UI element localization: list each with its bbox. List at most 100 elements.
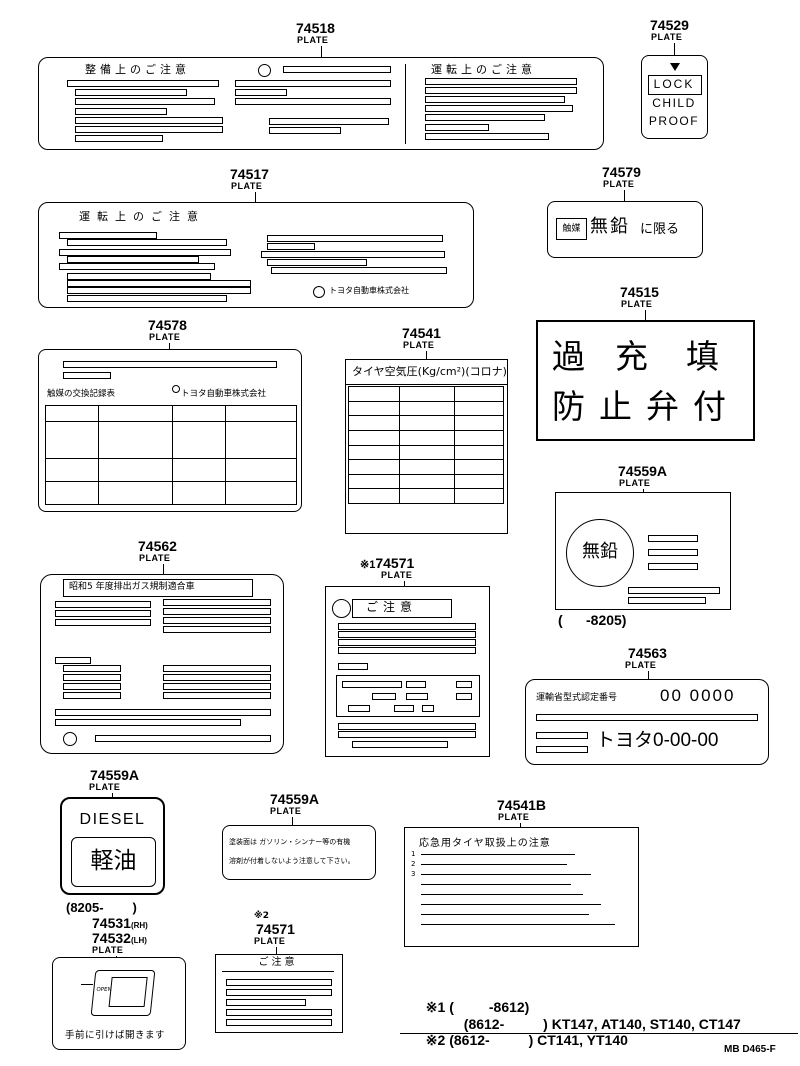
toyota-mark-icon — [332, 599, 351, 618]
note-2: (8612- ) KT147, AT140, ST140, CT147 — [456, 1000, 741, 1032]
plate-label: PLATE — [498, 812, 530, 822]
certification-code: 00 0000 — [660, 686, 736, 705]
notes-rule — [400, 1033, 798, 1034]
text-line — [163, 599, 271, 606]
part-number-74579: 74579 — [602, 164, 641, 180]
catalyst-badge: 触媒 — [556, 218, 587, 240]
note-marker: ※2 — [254, 911, 270, 921]
text-line — [425, 133, 549, 140]
text-line — [425, 78, 577, 85]
text-line — [269, 127, 341, 134]
plate-74571-b-drawing: ご注意 — [215, 954, 343, 1033]
note-marker: ※2 — [425, 1032, 446, 1048]
toyota-mark-icon — [258, 64, 271, 77]
char: 填 — [686, 337, 719, 376]
text-line — [75, 89, 187, 96]
text-line — [352, 741, 448, 748]
text-rule — [421, 874, 591, 875]
maker-code: トヨタ0-00-00 — [596, 730, 719, 751]
part-number: 74531 — [92, 915, 131, 931]
text-line — [536, 746, 588, 753]
text-line — [163, 674, 271, 681]
part-number-74562: 74562 — [138, 538, 177, 554]
text-line — [63, 674, 121, 681]
plate-label: PLATE — [603, 179, 635, 189]
unleaded-text: 無鉛 — [590, 216, 630, 237]
text-line — [226, 999, 306, 1006]
sub-frame — [336, 675, 480, 717]
note-marker: ※1 — [360, 559, 376, 571]
text-line — [67, 280, 251, 287]
plate-label: PLATE — [619, 478, 651, 488]
text-line — [75, 108, 167, 115]
plate-74518-drawing: 整備上のご注意 運転上のご注意 — [38, 57, 604, 150]
plate-74559A-drawing: 無鉛 — [555, 492, 731, 610]
part-number-74563: 74563 — [628, 645, 667, 661]
note-range: ( -8612) — [449, 999, 530, 1015]
caution-header: ご注意 — [258, 957, 298, 968]
text-line — [456, 681, 472, 688]
text-line — [75, 98, 215, 105]
text-line — [406, 681, 426, 688]
part-number-74529: 74529 — [650, 17, 689, 33]
leader-line — [624, 190, 625, 202]
text-line — [425, 87, 577, 94]
text-line — [425, 124, 489, 131]
plate-label: PLATE — [149, 332, 181, 342]
text-line — [235, 80, 391, 87]
text-rule — [421, 854, 575, 855]
text-line — [283, 66, 391, 73]
part-number-74578: 74578 — [148, 317, 187, 333]
part-number: 74532 — [92, 930, 131, 946]
plate-label: PLATE — [270, 806, 302, 816]
plate-74531-drawing: OPEN 手前に引けば開きます — [52, 957, 186, 1050]
text-line — [394, 705, 414, 712]
plate-text-row2: 防止弁付 — [552, 387, 740, 426]
plate-74517-drawing: 運転上のご注意 トヨタ自動車株式会社 — [38, 202, 474, 308]
text-line — [55, 601, 151, 608]
text-line — [425, 105, 573, 112]
maker-name: トヨタ自動車株式会社 — [329, 286, 409, 295]
text-rule — [421, 904, 601, 905]
toyota-mark-icon — [63, 732, 77, 746]
only-text: に限る — [640, 222, 680, 237]
text-line — [261, 251, 445, 258]
plate-label: PLATE — [403, 340, 435, 350]
text-line — [338, 639, 476, 646]
caution-header: ご注意 — [366, 600, 418, 614]
plate-label: PLATE — [139, 553, 171, 563]
plate-74541-drawing: タイヤ空気圧(Kg/cm²)(コロナ) — [345, 359, 508, 534]
leader-line — [321, 46, 322, 58]
text-line — [59, 232, 157, 239]
text-line — [235, 89, 287, 96]
text-line — [67, 273, 211, 280]
door-handle-icon: OPEN — [90, 970, 156, 1016]
text-line — [75, 126, 223, 133]
leader-line — [112, 793, 113, 798]
part-number-74518: 74518 — [296, 20, 335, 36]
side-suffix: (RH) — [130, 921, 148, 930]
text-line — [269, 118, 389, 125]
text-rule — [421, 894, 583, 895]
part-number-74541B: 74541B — [497, 797, 547, 813]
part-number-74515: 74515 — [620, 284, 659, 300]
plate-label: PLATE — [621, 299, 653, 309]
leader-line — [169, 343, 170, 350]
note-models: KT147, AT140, ST140, CT147 — [551, 1016, 741, 1032]
text-line — [63, 361, 277, 368]
plate-label: PLATE — [254, 936, 286, 946]
part-number-74517: 74517 — [230, 166, 269, 182]
text-line — [648, 535, 698, 542]
text-line — [63, 665, 121, 672]
tire-pressure-header: タイヤ空気圧(Kg/cm²)(コロナ) — [352, 365, 507, 378]
text-rule — [421, 864, 567, 865]
catalyst-record-label: 触媒の交換記録表 — [47, 389, 116, 399]
side-suffix: (LH) — [130, 936, 147, 945]
plate-label: PLATE — [651, 32, 683, 42]
plate-label: PLATE — [89, 782, 121, 792]
emission-header-frame — [63, 579, 253, 597]
text-line — [55, 719, 241, 726]
maker-name: トヨタ自動車株式会社 — [181, 389, 267, 399]
text-line — [163, 665, 271, 672]
caution-line: 塗装面は ガソリン・シンナー等の有機 — [229, 838, 351, 846]
